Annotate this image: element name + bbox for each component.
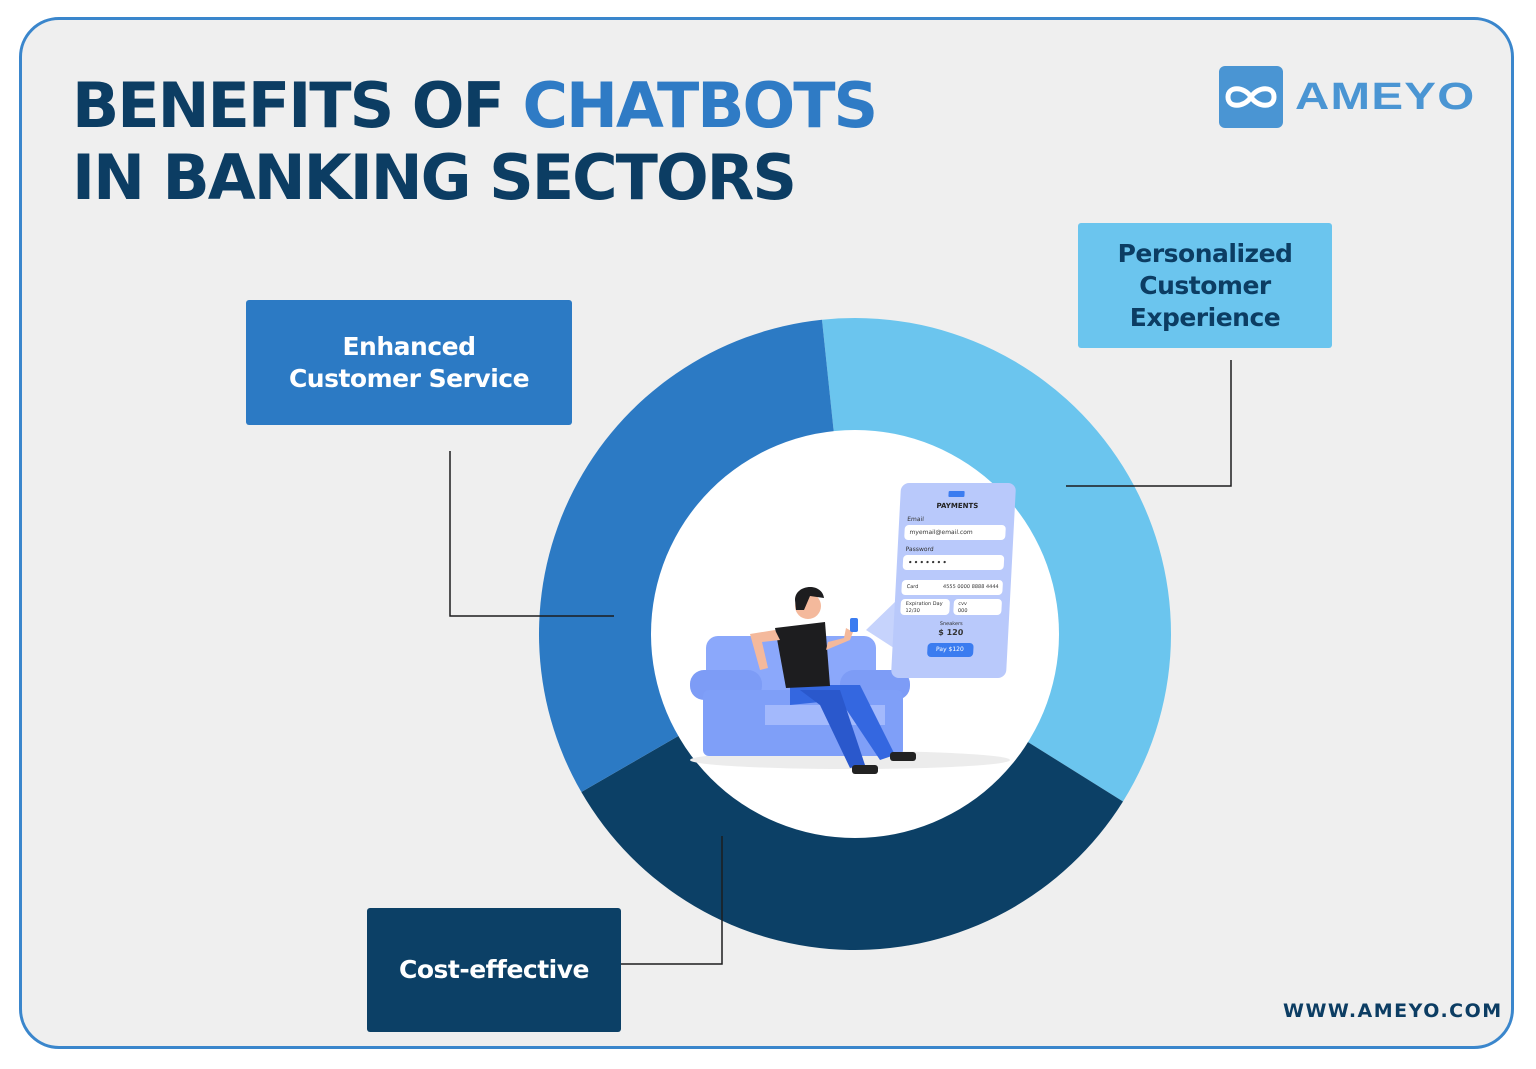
- card-field[interactable]: Card 4555 0000 8888 4444: [901, 580, 1004, 595]
- card-icon: [948, 491, 965, 497]
- password-label: Password: [905, 546, 934, 553]
- card-label: Card: [906, 584, 919, 590]
- benefit-box-enhanced-service: Enhanced Customer Service: [246, 300, 572, 425]
- cvv-value: 000: [957, 608, 968, 614]
- website-url[interactable]: WWW.AMEYO.COM: [1283, 1000, 1503, 1022]
- benefit-box-cost-effective: Cost-effective: [367, 908, 621, 1032]
- benefit-label: Enhanced Customer Service: [288, 331, 530, 393]
- benefit-box-personalized: Personalized Customer Experience: [1078, 223, 1332, 348]
- ameyo-logo: AMEYO: [1219, 66, 1474, 128]
- payment-title: PAYMENTS: [936, 502, 979, 510]
- item-name: Sneakers: [939, 621, 963, 627]
- person-illustration: [750, 586, 916, 774]
- page-title: BENEFITS OF CHATBOTS IN BANKING SECTORS: [72, 69, 878, 214]
- infinity-icon: [1219, 66, 1283, 128]
- item-price: $ 120: [938, 628, 964, 637]
- benefit-label: Personalized Customer Experience: [1117, 238, 1293, 332]
- title-line2: IN BANKING SECTORS: [72, 141, 797, 214]
- logo-text: AMEYO: [1295, 75, 1476, 118]
- email-field[interactable]: myemail@email.com: [904, 525, 1006, 540]
- expiry-label: Expiration Day: [905, 601, 943, 607]
- title-part: BENEFITS OF: [72, 69, 523, 142]
- expiry-value: 12/30: [905, 608, 920, 614]
- connector-lines: [449, 360, 1232, 965]
- payment-form-card: PAYMENTS Email myemail@email.com Passwor…: [890, 483, 1017, 678]
- password-field[interactable]: •••••••: [902, 555, 1005, 570]
- speech-tail: [866, 600, 897, 650]
- card-number: 4555 0000 8888 4444: [942, 584, 999, 590]
- cvv-label: cvv: [958, 601, 968, 607]
- pay-button[interactable]: Pay $120: [926, 643, 974, 657]
- title-highlight: CHATBOTS: [522, 69, 878, 142]
- email-label: Email: [907, 516, 925, 523]
- benefit-label: Cost-effective: [399, 955, 590, 984]
